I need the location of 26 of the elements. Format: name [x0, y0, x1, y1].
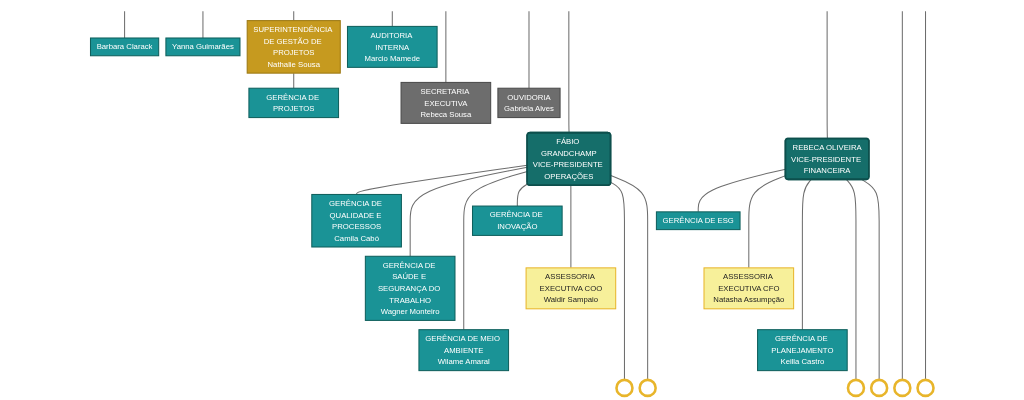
- connector: [845, 179, 857, 381]
- node-circle: [916, 378, 935, 398]
- node-circle: [893, 378, 912, 398]
- connector: [610, 175, 649, 381]
- connector: [570, 184, 572, 269]
- connector: [925, 10, 927, 381]
- node-circle: [846, 378, 866, 398]
- node-circle: [615, 378, 634, 398]
- connector: [528, 10, 530, 89]
- connector: [516, 183, 529, 207]
- connector: [463, 170, 528, 331]
- connector: [826, 10, 828, 140]
- connector: [901, 10, 903, 381]
- connector: [610, 181, 625, 381]
- connector: [293, 10, 295, 22]
- connector: [409, 166, 528, 257]
- connector: [391, 10, 393, 27]
- connector: [568, 10, 570, 134]
- connector: [356, 164, 528, 195]
- connector: [445, 10, 447, 83]
- connector: [202, 10, 204, 39]
- node-circle: [869, 378, 889, 398]
- node-circle: [638, 378, 657, 398]
- connector: [124, 10, 126, 39]
- connector: [801, 179, 812, 331]
- connector: [861, 179, 880, 381]
